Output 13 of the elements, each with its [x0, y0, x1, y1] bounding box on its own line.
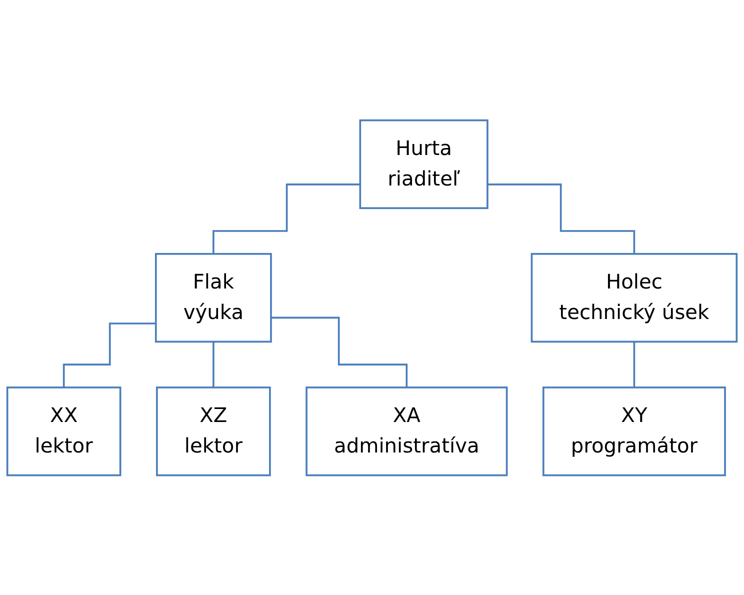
- node-box: XZ lektor: [156, 386, 271, 476]
- connector: [212, 183, 360, 254]
- connector: [271, 316, 408, 388]
- node-box: XY programátor: [542, 386, 726, 476]
- connector: [633, 340, 636, 388]
- node-box: XA administratíva: [306, 386, 508, 476]
- node-box: Flak výuka: [154, 252, 272, 342]
- connector: [487, 183, 636, 254]
- node-box: XX lektor: [6, 386, 122, 476]
- connector: [212, 340, 214, 388]
- node-box: Holec technický úsek: [530, 252, 738, 342]
- node-box: Hurta riaditeľ: [359, 119, 488, 209]
- connector: [62, 322, 156, 388]
